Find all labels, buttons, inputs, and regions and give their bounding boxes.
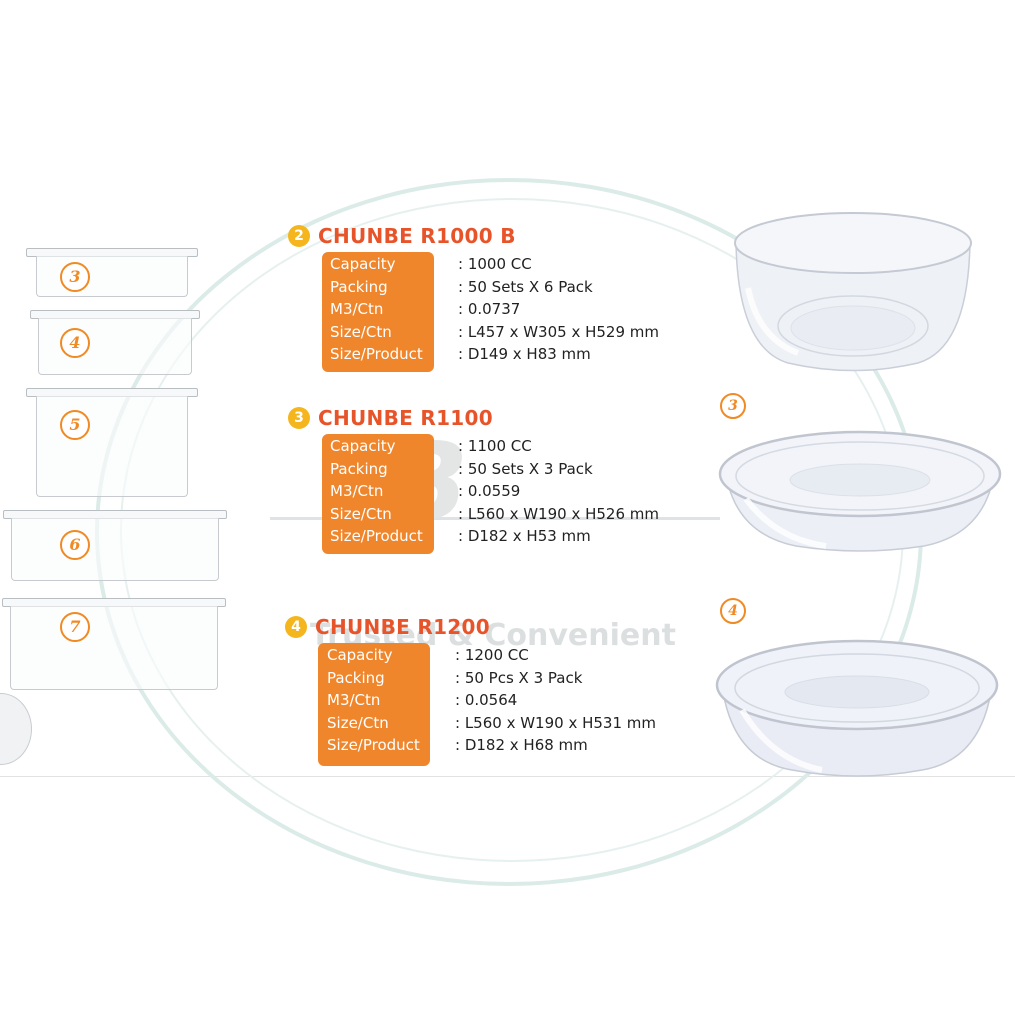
- product-number-dot: 4: [285, 616, 307, 638]
- spec-label-box: [322, 434, 434, 554]
- size-badge-6: 6: [60, 530, 90, 560]
- label-m3-ctn: M3/Ctn: [330, 482, 384, 500]
- value-m3-ctn: : 0.0564: [455, 691, 518, 709]
- value-m3-ctn: : 0.0559: [458, 482, 521, 500]
- container-illustration-7: [2, 598, 226, 691]
- product-photo-r1200: [715, 639, 999, 777]
- photo-badge-3: 3: [720, 393, 746, 419]
- label-packing: Packing: [330, 459, 388, 478]
- size-badge-3: 3: [60, 262, 90, 292]
- value-packing: : 50 Sets X 3 Pack: [458, 459, 593, 478]
- size-badge-4: 4: [60, 328, 90, 358]
- product-title: CHUNBE R1100: [318, 406, 493, 430]
- label-capacity: Capacity: [330, 255, 396, 273]
- size-badge-5: 5: [60, 410, 90, 440]
- container-illustration-6: [3, 510, 227, 582]
- value-capacity: : 1200 CC: [455, 646, 529, 664]
- value-packing: : 50 Pcs X 3 Pack: [455, 668, 583, 687]
- value-size-product: : D149 x H83 mm: [458, 345, 591, 363]
- product-photo-r1000b: [734, 212, 972, 372]
- container-illustration-4: [30, 310, 200, 376]
- label-m3-ctn: M3/Ctn: [330, 300, 384, 318]
- container-illustration-3: [26, 248, 198, 298]
- value-size-ctn: : L560 x W190 x H531 mm: [455, 713, 656, 732]
- value-packing: : 50 Sets X 6 Pack: [458, 277, 593, 296]
- label-size-product: Size/Product: [327, 736, 420, 754]
- product-catalog-panel: B Trusted & Convenient 3 4 5 6 7 2 CHUNB…: [0, 178, 1015, 886]
- value-capacity: : 1100 CC: [458, 437, 532, 455]
- product-number-dot: 3: [288, 407, 310, 429]
- product-photo-r1100: [718, 430, 1002, 552]
- label-m3-ctn: M3/Ctn: [327, 691, 381, 709]
- label-size-product: Size/Product: [330, 527, 423, 545]
- label-size-ctn: Size/Ctn: [330, 504, 392, 523]
- label-size-product: Size/Product: [330, 345, 423, 363]
- value-size-product: : D182 x H53 mm: [458, 527, 591, 545]
- product-title: CHUNBE R1200: [315, 615, 490, 639]
- value-size-ctn: : L560 x W190 x H526 mm: [458, 504, 659, 523]
- size-badge-7: 7: [60, 612, 90, 642]
- container-illustration-5: [26, 388, 198, 498]
- value-size-ctn: : L457 x W305 x H529 mm: [458, 322, 659, 341]
- value-capacity: : 1000 CC: [458, 255, 532, 273]
- label-size-ctn: Size/Ctn: [327, 713, 389, 732]
- spec-label-box: [318, 643, 430, 766]
- label-capacity: Capacity: [330, 437, 396, 455]
- label-packing: Packing: [330, 277, 388, 296]
- container-photo-fragment: [0, 693, 32, 765]
- value-size-product: : D182 x H68 mm: [455, 736, 588, 754]
- spec-label-box: [322, 252, 434, 372]
- photo-badge-4: 4: [720, 598, 746, 624]
- label-packing: Packing: [327, 668, 385, 687]
- label-size-ctn: Size/Ctn: [330, 322, 392, 341]
- product-title: CHUNBE R1000 B: [318, 224, 516, 248]
- watermark-line: [270, 517, 720, 520]
- product-number-dot: 2: [288, 225, 310, 247]
- label-capacity: Capacity: [327, 646, 393, 664]
- value-m3-ctn: : 0.0737: [458, 300, 521, 318]
